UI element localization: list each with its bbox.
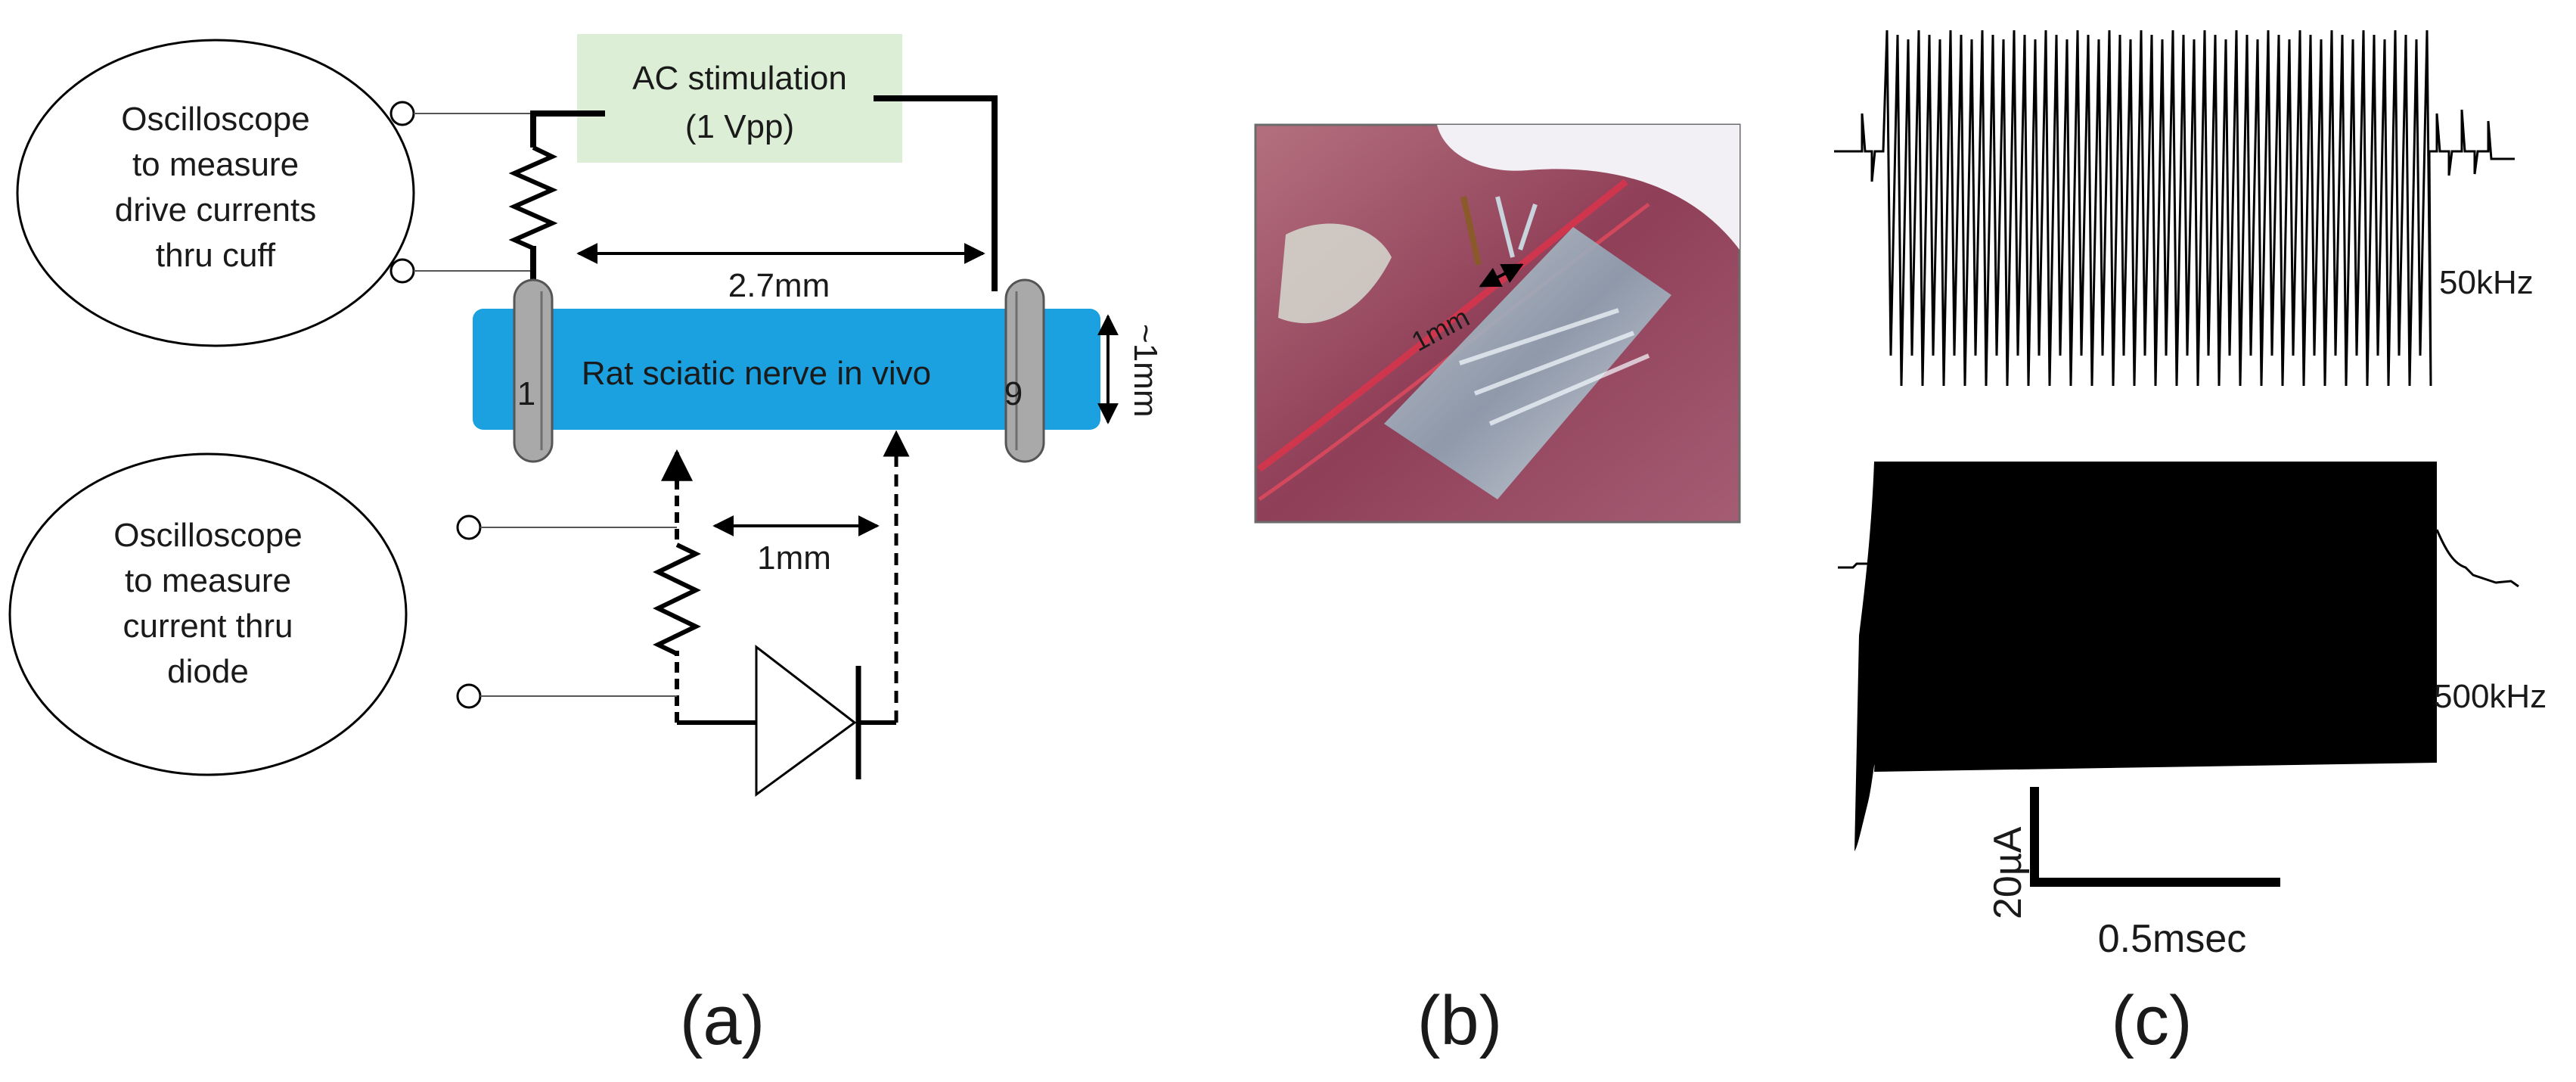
ac-stimulation-label: AC stimulation	[632, 60, 847, 97]
trace-50khz-label: 50kHz	[2439, 264, 2534, 301]
panel-b: 1mm (b)	[1254, 123, 1741, 1059]
resistor-drive	[508, 145, 558, 250]
scale-bar-time: 0.5msec	[2098, 917, 2247, 961]
resistor-diode	[653, 543, 701, 656]
panel-label-c: (c)	[2111, 982, 2192, 1059]
dimension-diameter: ~1mm	[1127, 324, 1164, 417]
drive-wire-right	[874, 95, 998, 291]
osc1-line3: drive currents	[115, 191, 317, 229]
oscilloscope-drive-ellipse	[16, 39, 415, 347]
panel-c: 50kHz 500kHz 20µA 0.5msec (c)	[1834, 30, 2547, 1059]
cuff-electrode-1	[513, 278, 554, 463]
probe-terminal	[456, 515, 482, 540]
dimension-2-7mm: 2.7mm	[728, 267, 830, 304]
electrode-1-label: 1	[517, 375, 535, 412]
osc1-line4: thru cuff	[156, 237, 276, 274]
diode-symbol	[755, 644, 857, 797]
photo-glare	[1437, 125, 1740, 250]
osc2-line1: Oscilloscope	[113, 517, 302, 554]
osc2-line4: diode	[167, 653, 249, 690]
trace-500khz	[1838, 529, 2519, 588]
ac-stimulation-box	[577, 34, 902, 163]
probe-terminal	[390, 101, 415, 126]
panel-label-b: (b)	[1417, 982, 1502, 1059]
ac-voltage-label: (1 Vpp)	[685, 108, 794, 145]
probe-terminal	[456, 683, 482, 709]
osc2-line2: to measure	[125, 562, 291, 599]
trace-500khz-block	[1854, 462, 2437, 851]
dimension-1mm: 1mm	[757, 539, 831, 577]
nerve-label: Rat sciatic nerve in vivo	[582, 355, 931, 392]
cuff-electrode-9	[1004, 278, 1045, 463]
trace-50khz	[1834, 30, 2515, 387]
scale-bar-current: 20µA	[1986, 826, 2030, 919]
sciatic-nerve	[473, 309, 1100, 430]
osc1-line2: to measure	[132, 146, 299, 183]
panel-label-a: (a)	[680, 982, 765, 1059]
oscilloscope-diode-ellipse	[8, 452, 408, 776]
panel-a: Oscilloscope to measure drive currents t…	[8, 34, 1164, 1059]
osc1-line1: Oscilloscope	[121, 101, 309, 138]
probe-terminal	[390, 258, 415, 284]
trace-500khz-label: 500kHz	[2434, 678, 2547, 715]
osc2-line3: current thru	[123, 608, 293, 645]
photo-cuff	[1384, 227, 1671, 499]
photo-dimension-arrow	[1479, 263, 1524, 288]
electrode-9-label: 9	[1004, 375, 1023, 412]
